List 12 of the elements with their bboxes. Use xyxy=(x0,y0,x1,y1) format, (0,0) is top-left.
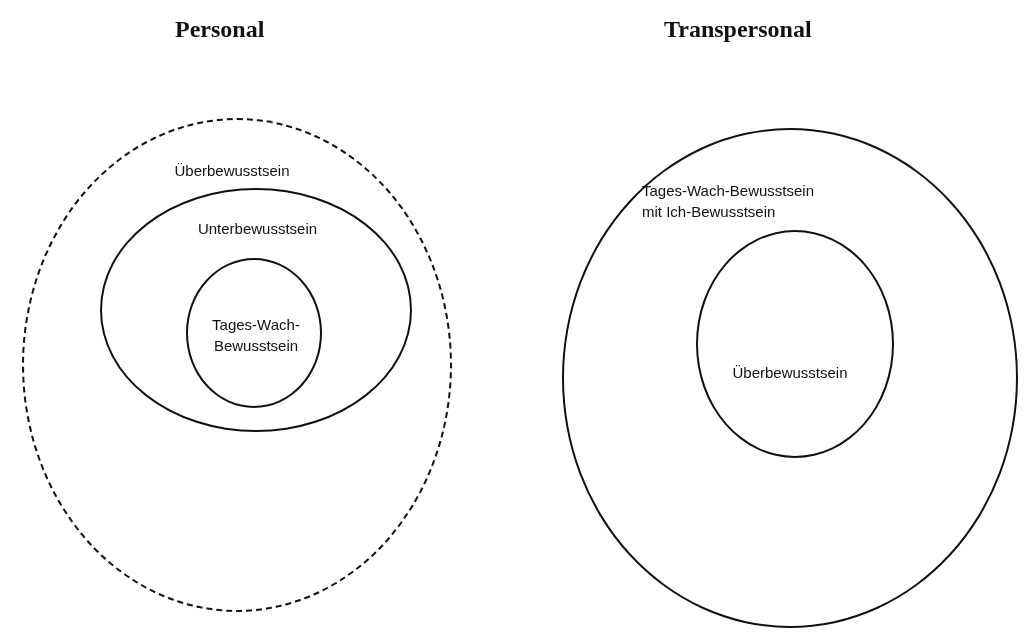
circle xyxy=(186,258,322,408)
circle xyxy=(696,230,894,458)
dashed-circle xyxy=(22,118,452,612)
circle xyxy=(562,128,1018,628)
circle xyxy=(100,188,412,432)
circle-label: Unterbewusstsein xyxy=(196,219,319,239)
heading: Personal xyxy=(175,16,265,43)
heading: Transpersonal xyxy=(664,16,812,43)
circle-label: Tages-Wach-Bewusstsein mit Ich-Bewusstsein xyxy=(642,181,815,222)
circle-label: Überbewusstsein xyxy=(731,363,849,383)
circle-label: Tages-Wach-Bewusstsein xyxy=(211,315,301,356)
circle-label: Überbewusstsein xyxy=(173,161,291,181)
